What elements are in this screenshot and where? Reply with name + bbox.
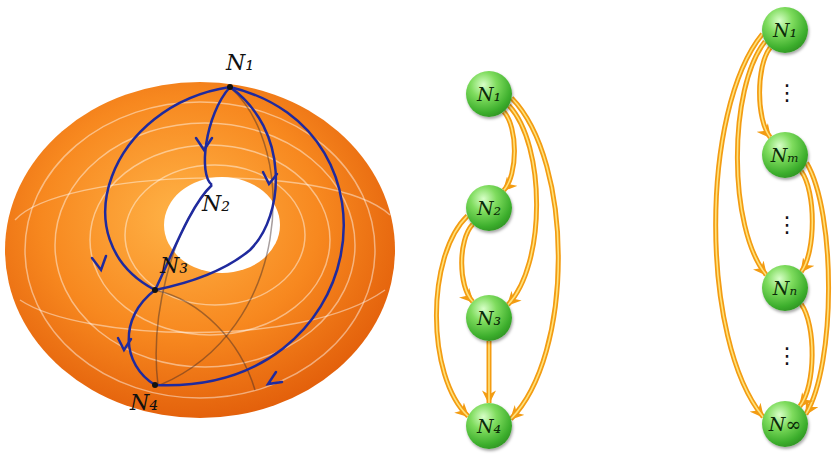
node-label: Nₙ: [773, 277, 797, 299]
node-label: N₄: [477, 415, 501, 437]
flow-arrow: [760, 48, 771, 138]
torus-body: [5, 82, 395, 418]
node-label: N₁: [773, 19, 797, 41]
flow-arrow: [508, 106, 537, 305]
flow-arrow: [462, 224, 473, 301]
graph-node-circle: N₁: [762, 7, 808, 53]
point-label: N₃: [160, 255, 188, 277]
node-label: N₂: [477, 197, 501, 219]
flow-arrow: [716, 34, 763, 417]
ellipsis-mark: ⋮: [776, 214, 798, 236]
node-label: N₁: [477, 83, 501, 105]
point-label: N₂: [202, 193, 230, 215]
flow-arrowheads: [92, 138, 282, 384]
graph-node-circle: N₃: [466, 295, 512, 341]
ellipsis-mark: ⋮: [776, 345, 798, 367]
point-label: N₁: [226, 52, 254, 74]
ellipsis-mark: ⋮: [776, 82, 798, 104]
point-label: N₄: [130, 392, 158, 414]
flow-arrow: [504, 112, 515, 191]
graph-node-circle: N₂: [466, 185, 512, 231]
graph-node-circle: Nₘ: [762, 132, 808, 178]
torus-latitudes: [15, 102, 390, 398]
torus-points: [152, 84, 233, 388]
flow-arrow: [800, 304, 812, 406]
node-label: N₃: [477, 307, 501, 329]
graph-node-circle: N∞: [762, 401, 808, 447]
graph-node-circle: N₁: [466, 71, 512, 117]
flow-arrow: [801, 171, 812, 271]
flow-curves: [105, 87, 343, 385]
hidden-curves: [155, 87, 273, 390]
node-label: Nₘ: [771, 144, 799, 166]
graph-node-circle: Nₙ: [762, 265, 808, 311]
flow-arrow: [489, 341, 490, 403]
flow-arrow: [436, 216, 468, 416]
node-label: N∞: [769, 413, 801, 435]
graph-node-circle: N₄: [466, 403, 512, 449]
flow-arrow: [511, 98, 558, 419]
